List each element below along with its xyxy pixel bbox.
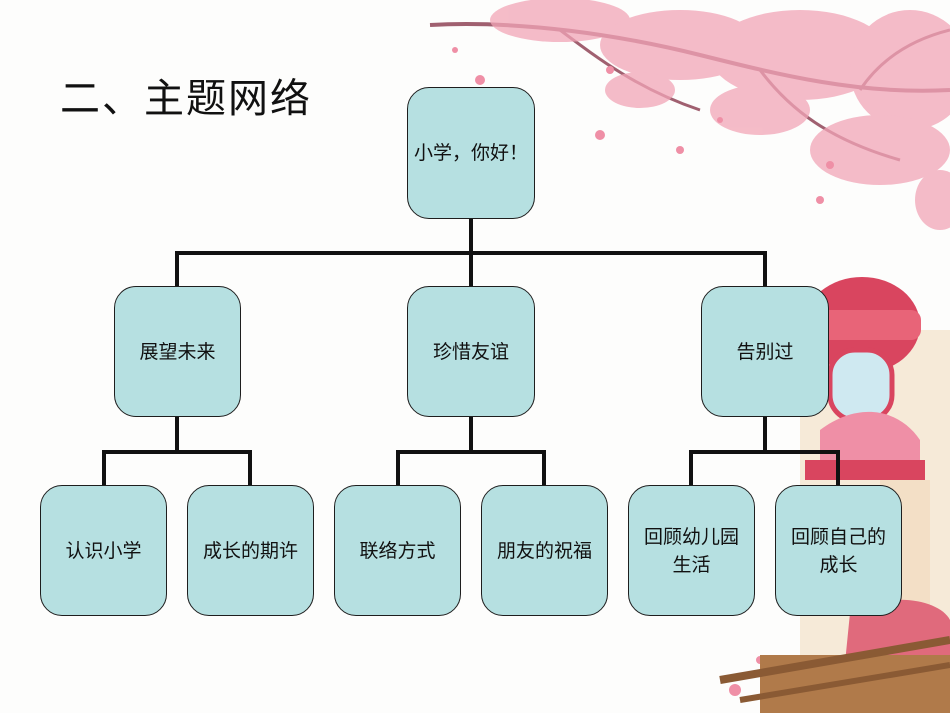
leaf-node-label: 成长的期许 (202, 539, 298, 562)
leaf-node-3-2: 回顾自己的成长 (775, 485, 902, 616)
leaf-node-2-1: 联络方式 (334, 485, 461, 616)
branch-node-1: 展望未来 (114, 286, 241, 417)
branch-node-3: 告别过 (701, 286, 829, 417)
branch-node-label: 展望未来 (139, 340, 216, 363)
branch-node-label: 珍惜友谊 (432, 340, 509, 363)
blossom-cluster (490, 0, 950, 230)
leaf-node-label: 联络方式 (359, 539, 436, 562)
page-title: 二、主题网络 (60, 76, 312, 122)
root-node-label: 小学，你好！ (414, 142, 529, 164)
leaf-node-label: 回顾幼儿园生活 (643, 525, 739, 576)
leaf-node-2-2: 朋友的祝福 (481, 485, 608, 616)
leaf-node-1-2: 成长的期许 (187, 485, 314, 616)
root-node: 小学，你好！ (407, 87, 535, 219)
leaf-node-1-1: 认识小学 (40, 485, 167, 616)
falling-petals (452, 47, 834, 696)
leaf-node-label: 认识小学 (65, 539, 142, 562)
leaf-node-3-1: 回顾幼儿园生活 (628, 485, 755, 616)
branch-node-2: 珍惜友谊 (407, 286, 535, 417)
leaf-node-label: 朋友的祝福 (496, 539, 592, 562)
leaf-node-label: 回顾自己的成长 (790, 525, 886, 576)
branch-node-label: 告别过 (736, 340, 794, 363)
